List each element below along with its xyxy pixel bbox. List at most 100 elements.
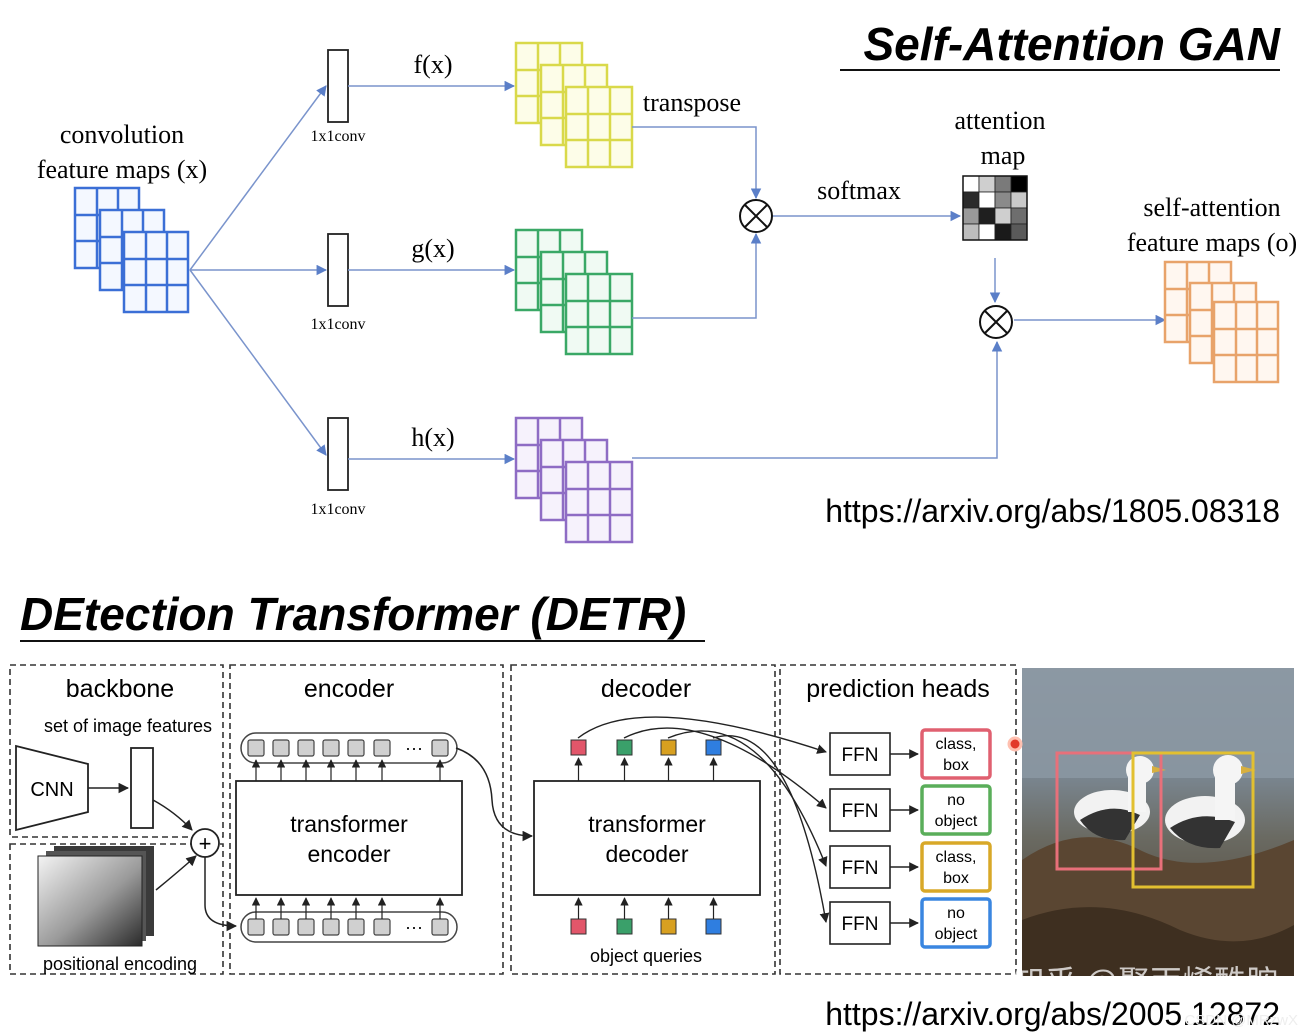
plus-symbol: +: [199, 831, 212, 856]
encoder-input-token: [297, 918, 315, 936]
attention-cell: [1010, 191, 1028, 209]
encoder-output-token: [247, 739, 265, 757]
prediction-rows: FFNclass,boxFFNnoobjectFFNclass,boxFFNno…: [829, 728, 992, 949]
encoder-input-token: [347, 918, 365, 936]
conv-label-g: 1x1conv: [310, 316, 365, 333]
encoder-box-line1: transformer: [290, 811, 408, 837]
image-features-bar: [130, 747, 154, 829]
decoder-box-line1: transformer: [588, 811, 706, 837]
encoder-input-token: [272, 918, 290, 936]
sagan-section: Self-Attention GAN convolution feature m…: [37, 18, 1297, 544]
features-to-plus-arrow: [152, 799, 193, 831]
prediction-head-line2: box: [943, 757, 969, 774]
encoder-input-token: [431, 918, 449, 936]
sagan-url: https://arxiv.org/abs/1805.08318: [825, 493, 1280, 529]
ffn-box: [829, 732, 891, 776]
positional-to-plus-arrow: [155, 855, 197, 891]
csdn-watermark: CSDN @MRzwX: [1184, 1012, 1298, 1029]
conv-to-maps-arrows: [348, 80, 516, 465]
encoder-output-token: [373, 739, 391, 757]
decoder-to-ffn-arrows: [577, 716, 830, 923]
prediction-head-line1: no: [947, 792, 965, 809]
detection-photo: [1007, 668, 1294, 976]
encoder-tokens: [247, 739, 449, 936]
decoder-queries: [570, 739, 722, 935]
encoder-output-token: [297, 739, 315, 757]
attention-cell: [994, 207, 1012, 225]
attention-cell: [962, 191, 980, 209]
encoder-to-decoder-arrow: [455, 747, 534, 842]
attention-cell: [978, 223, 996, 241]
transpose-label: transpose: [643, 88, 741, 117]
object-queries-label: object queries: [590, 946, 702, 966]
attention-cell: [994, 191, 1012, 209]
ffn-label: FFN: [842, 914, 879, 935]
object-query-token: [705, 918, 722, 935]
attention-cell: [978, 207, 996, 225]
attention-cell: [1010, 175, 1028, 193]
image-features-label: set of image features: [44, 716, 212, 736]
prediction-head-box: [920, 784, 992, 836]
input-feature-maps: [73, 186, 190, 314]
multiply-node-1: [739, 199, 773, 233]
ffn-box: [829, 788, 891, 832]
attention-cell: [978, 175, 996, 193]
watermark: 知乎 @聚丙烯酰胺: [1013, 964, 1278, 1000]
decoder-label: decoder: [601, 675, 691, 703]
ffn-label: FFN: [842, 858, 879, 879]
encoder-box-line2: encoder: [307, 841, 390, 867]
conv-bars: [327, 49, 349, 491]
detr-url: https://arxiv.org/abs/2005.12872: [825, 996, 1280, 1032]
attention-cell: [994, 223, 1012, 241]
object-query-token: [660, 918, 677, 935]
object-query-token: [616, 918, 633, 935]
encoder-output-token: [272, 739, 290, 757]
sagan-flow-arrows: [632, 126, 1167, 459]
backbone-label: backbone: [66, 675, 174, 703]
f-feature-maps: [514, 41, 634, 169]
decoder-output-token: [705, 739, 722, 756]
g-feature-maps: [514, 228, 634, 356]
attention-cell: [1010, 223, 1028, 241]
output-label-line1: self-attention: [1143, 193, 1280, 222]
prediction-head-box: [920, 728, 992, 780]
positional-encoding-label: positional encoding: [43, 954, 197, 974]
conv-label-f: 1x1conv: [310, 128, 365, 145]
ffn-box: [829, 901, 891, 945]
ffn-label: FFN: [842, 745, 879, 766]
cnn-label: CNN: [30, 779, 73, 801]
conv-label-h: 1x1conv: [310, 501, 365, 518]
transformer-decoder-box: [533, 780, 761, 896]
encoder-output-token: [347, 739, 365, 757]
f-label: f(x): [414, 50, 453, 79]
cnn-block: [15, 744, 89, 832]
prediction-head-line1: class,: [936, 849, 977, 866]
h-label: h(x): [411, 423, 454, 452]
encoder-bottom-dots: ···: [405, 917, 423, 937]
detr-title: DEtection Transformer (DETR): [20, 588, 686, 640]
attention-cell: [962, 207, 980, 225]
attention-cell: [1010, 207, 1028, 225]
attention-label-line1: attention: [955, 106, 1046, 135]
h-feature-maps: [514, 416, 634, 544]
decoder-box-line2: decoder: [605, 841, 688, 867]
decoder-output-token: [660, 739, 677, 756]
encoder-top-dots: ···: [405, 738, 423, 758]
output-feature-maps: [1163, 260, 1280, 384]
attention-map: [962, 175, 1028, 241]
attention-map-frame: [962, 175, 1028, 241]
decoder-output-token: [616, 739, 633, 756]
encoder-output-token: [431, 739, 449, 757]
prediction-head-box: [920, 841, 992, 893]
attention-cell: [962, 175, 980, 193]
ffn-label: FFN: [842, 801, 879, 822]
prediction-head-line2: box: [943, 870, 969, 887]
prediction-head-line1: class,: [936, 736, 977, 753]
prediction-heads-label: prediction heads: [806, 675, 989, 703]
detr-section-frames: [9, 664, 1017, 975]
encoder-input-token: [373, 918, 391, 936]
fanout-arrows: [189, 85, 328, 456]
output-label-line2: feature maps (o): [1127, 228, 1297, 257]
input-label-line2: feature maps (x): [37, 155, 207, 184]
